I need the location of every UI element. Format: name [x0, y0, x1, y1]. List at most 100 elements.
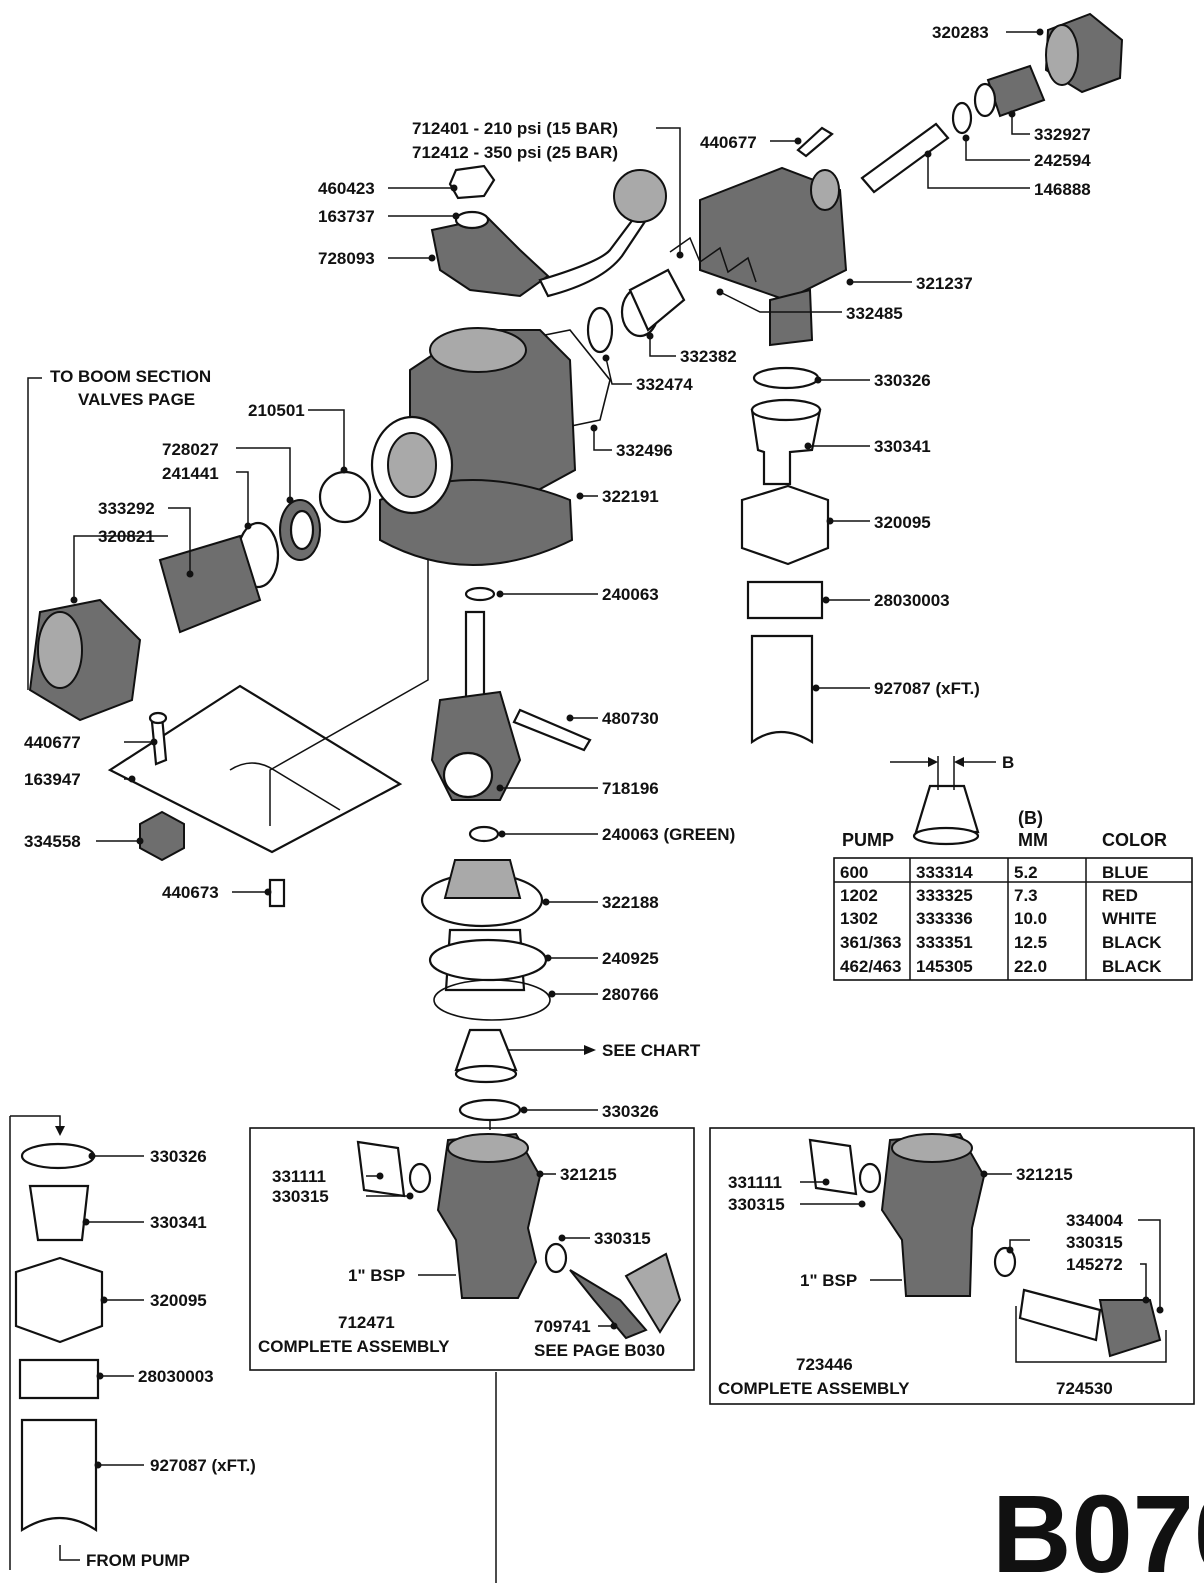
callout-480730: 480730 — [602, 709, 659, 728]
callout-240063-green: 240063 (GREEN) — [602, 825, 735, 844]
a712471-bsp-label: 1" BSP — [348, 1266, 405, 1285]
table-header-mm: MM — [1018, 830, 1048, 850]
callout-242594: 242594 — [1034, 151, 1091, 170]
table-header-pump: PUMP — [842, 830, 894, 850]
assembly-712471-frame — [249, 1127, 695, 1371]
a723446-number: 723446 — [796, 1355, 853, 1374]
callout-334558: 334558 — [24, 832, 81, 851]
callout-460423: 460423 — [318, 179, 375, 198]
table-cell: 462/463 — [840, 957, 901, 976]
table-cell: WHITE — [1102, 909, 1157, 928]
callout-333292: 333292 — [98, 499, 155, 518]
callout-728027: 728027 — [162, 440, 219, 459]
callout-330326-center: 330326 — [602, 1102, 659, 1121]
a723446-callout-321215: 321215 — [1016, 1165, 1073, 1184]
callout-332382: 332382 — [680, 347, 737, 366]
assembly-723446-frame — [709, 1127, 1195, 1405]
table-header-color: COLOR — [1102, 830, 1167, 850]
table-cell: 5.2 — [1014, 863, 1038, 882]
callout-322188: 322188 — [602, 893, 659, 912]
table-cell: BLACK — [1102, 933, 1162, 952]
valves-page-label: VALVES PAGE — [78, 390, 195, 409]
table-cell: 333314 — [916, 863, 973, 882]
table-cell: 1302 — [840, 909, 878, 928]
table-cell: 333351 — [916, 933, 973, 952]
callout-320095-left: 320095 — [150, 1291, 207, 1310]
to-boom-section-label: TO BOOM SECTION — [50, 367, 211, 386]
a723446-callout-334004: 334004 — [1066, 1211, 1123, 1230]
table-cell: 333325 — [916, 886, 973, 905]
callout-240063: 240063 — [602, 585, 659, 604]
a723446-callout-330315: 330315 — [728, 1195, 785, 1214]
a712471-see-page: SEE PAGE B030 — [534, 1341, 665, 1360]
callout-728093: 728093 — [318, 249, 375, 268]
table-cell: 361/363 — [840, 933, 901, 952]
table-cell: 145305 — [916, 957, 973, 976]
callout-labels: 320283 332927 242594 146888 440677 71240… — [24, 23, 1091, 1570]
a723446-callout-145272: 145272 — [1066, 1255, 1123, 1274]
callout-28030003-right: 28030003 — [874, 591, 950, 610]
callout-927087-left: 927087 (xFT.) — [150, 1456, 256, 1475]
a723446-title: COMPLETE ASSEMBLY — [718, 1379, 910, 1398]
callout-330341-left: 330341 — [150, 1213, 207, 1232]
callout-927087-right: 927087 (xFT.) — [874, 679, 980, 698]
table-header-b: (B) — [1018, 808, 1043, 828]
table-cell: BLUE — [1102, 863, 1148, 882]
a723446-callout-331111: 331111 — [728, 1173, 782, 1192]
callout-320095-right: 320095 — [874, 513, 931, 532]
leader-lines — [9, 28, 1167, 1583]
callout-332474: 332474 — [636, 375, 693, 394]
table-cell: RED — [1102, 886, 1138, 905]
callout-332927: 332927 — [1034, 125, 1091, 144]
orifice-chart-text: PUMP (B) MM COLOR 600 333314 5.2 BLUE 12… — [840, 808, 1167, 976]
callout-241441: 241441 — [162, 464, 219, 483]
callout-330326-left: 330326 — [150, 1147, 207, 1166]
callout-28030003-left: 28030003 — [138, 1367, 214, 1386]
a712471-callout-330315: 330315 — [272, 1187, 329, 1206]
table-cell: 10.0 — [1014, 909, 1047, 928]
callout-718196: 718196 — [602, 779, 659, 798]
page-code: B070 — [992, 1473, 1204, 1583]
callout-322191: 322191 — [602, 487, 659, 506]
a712471-number: 712471 — [338, 1313, 395, 1332]
callout-712412: 712412 - 350 psi (25 BAR) — [412, 143, 618, 162]
callout-210501: 210501 — [248, 401, 305, 420]
callout-240925: 240925 — [602, 949, 659, 968]
assembly-712471-labels: 331111 330315 321215 330315 1" BSP 71247… — [258, 1165, 665, 1360]
table-cell: 1202 — [840, 886, 878, 905]
callout-163737: 163737 — [318, 207, 375, 226]
callout-see-chart: SEE CHART — [602, 1041, 701, 1060]
callout-146888: 146888 — [1034, 180, 1091, 199]
callout-440673: 440673 — [162, 883, 219, 902]
table-cell: 600 — [840, 863, 868, 882]
table-cell: 12.5 — [1014, 933, 1047, 952]
callout-332496: 332496 — [616, 441, 673, 460]
table-cell: 333336 — [916, 909, 973, 928]
callout-320821: 320821 — [98, 527, 155, 546]
callout-440677-left: 440677 — [24, 733, 81, 752]
table-cell: 7.3 — [1014, 886, 1038, 905]
from-pump-label: FROM PUMP — [86, 1551, 190, 1570]
a712471-title: COMPLETE ASSEMBLY — [258, 1337, 450, 1356]
assembly-723446-labels: 331111 330315 321215 334004 330315 14527… — [718, 1165, 1123, 1398]
orifice-chart — [833, 857, 1193, 981]
table-cell: 22.0 — [1014, 957, 1047, 976]
callout-330341-right: 330341 — [874, 437, 931, 456]
a712471-callout-330315-side: 330315 — [594, 1229, 651, 1248]
a712471-callout-331111: 331111 — [272, 1167, 326, 1186]
callout-163947: 163947 — [24, 770, 81, 789]
callout-321237: 321237 — [916, 274, 973, 293]
dimension-b-label: B — [1002, 753, 1014, 772]
callout-320283: 320283 — [932, 23, 989, 42]
a723446-bsp-label: 1" BSP — [800, 1271, 857, 1290]
callout-440677-top: 440677 — [700, 133, 757, 152]
table-cell: BLACK — [1102, 957, 1162, 976]
a723446-callout-330315-side: 330315 — [1066, 1233, 1123, 1252]
callout-332485: 332485 — [846, 304, 903, 323]
callout-330326-right: 330326 — [874, 371, 931, 390]
a723446-callout-724530: 724530 — [1056, 1379, 1113, 1398]
callout-280766: 280766 — [602, 985, 659, 1004]
callout-712401: 712401 - 210 psi (15 BAR) — [412, 119, 618, 138]
